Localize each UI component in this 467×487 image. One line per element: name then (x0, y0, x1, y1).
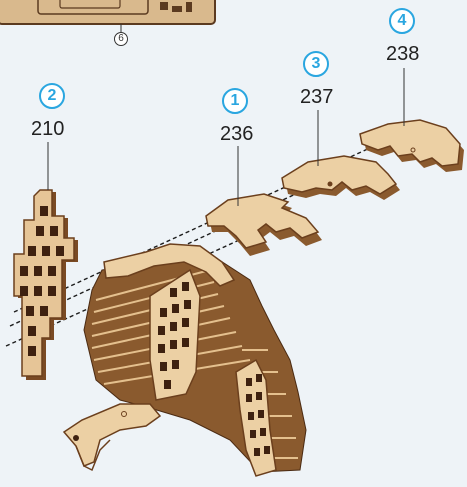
step-badge-1: 1 (222, 88, 248, 114)
step-badge-4: 4 (389, 8, 415, 34)
reference-callout: 6 (114, 32, 128, 46)
step-badge-3: 3 (303, 51, 329, 77)
part-210 (14, 190, 78, 380)
part-237 (282, 156, 400, 200)
step-badge-2: 2 (39, 83, 65, 109)
part-label-237: 237 (300, 86, 333, 109)
layered-body (64, 244, 306, 476)
part-label-238: 238 (386, 43, 419, 66)
part-label-210: 210 (31, 118, 64, 141)
reference-board (0, 0, 215, 33)
part-label-236: 236 (220, 123, 253, 146)
